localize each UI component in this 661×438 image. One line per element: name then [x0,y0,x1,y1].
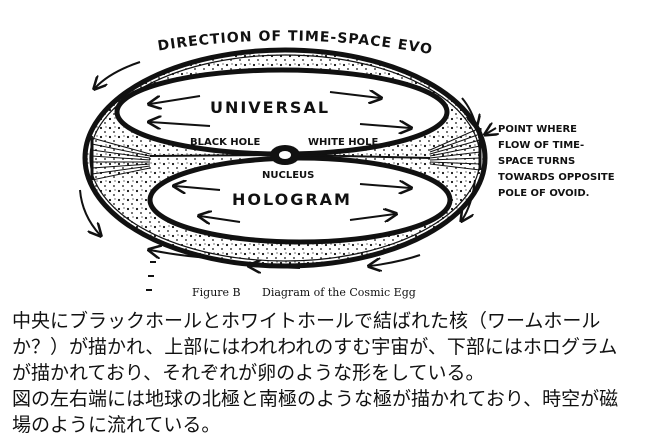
caption-line: 図の左右端には地球の北極と南極のような極が描かれており、時空が磁 [12,388,619,410]
note-line: POLE OF OVOID. [498,188,589,199]
pole-note: POINT WHERE FLOW OF TIME- SPACE TURNS TO… [486,124,615,199]
lower-ovoid [147,155,453,245]
nucleus-label: NUCLEUS [262,170,314,181]
black-hole-label: BLACK HOLE [190,137,261,148]
lower-flow-arrows [175,184,410,222]
caption-line: か？）が描かれ、上部にはわれわれのすむ宇宙が、下部にはホログラム [12,336,618,358]
white-hole-label: WHITE HOLE [308,137,378,148]
note-line: POINT WHERE [498,124,577,135]
caption-line: が描かれており、それぞれが卵のような形をしている。 [12,362,485,384]
nucleus [149,145,431,165]
right-pole [429,127,482,171]
note-line: FLOW OF TIME- [498,140,584,151]
caption: 中央にブラックホールとホワイトホールで結ばれた核（ワームホール か？）が描かれ、… [12,308,652,438]
cosmic-egg-diagram: DIRECTION OF TIME-SPACE EVOLVING UNIVERS… [0,0,661,305]
caption-line: 中央にブラックホールとホワイトホールで結ばれた核（ワームホール [12,310,601,332]
left-pole [90,137,151,181]
note-line: SPACE TURNS [498,156,575,167]
upper-flow-arrows [150,92,410,128]
note-line: TOWARDS OPPOSITE [498,172,615,183]
upper-label: UNIVERSAL [210,98,330,117]
caption-line: 場のように流れている。 [12,414,221,436]
figure-title: Diagram of the Cosmic Egg [262,286,416,299]
outer-flow-arrows [79,61,476,268]
dash-marks [146,261,156,291]
figure-label: Figure B [192,286,241,299]
lower-label: HOLOGRAM [232,190,352,209]
